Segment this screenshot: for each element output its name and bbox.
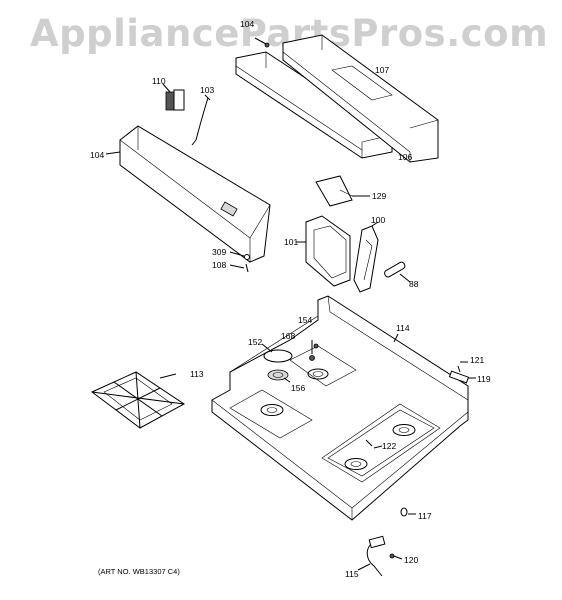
part-106-drawing	[235, 51, 393, 159]
part-122-drawing	[365, 439, 383, 449]
callout-106: 106	[398, 152, 413, 162]
part-101-drawing	[296, 215, 351, 287]
callout-122: 122	[382, 441, 397, 451]
callout-152: 152	[248, 337, 263, 347]
part-107-drawing	[282, 34, 439, 163]
callout-115: 115	[345, 569, 359, 579]
part-104-panel	[105, 125, 271, 263]
callout-107: 107	[375, 65, 390, 75]
part-115-120-drawing	[357, 535, 403, 577]
part-121-119-drawing	[448, 361, 476, 384]
callout-129: 129	[372, 191, 387, 201]
burner-assembly-drawing	[261, 340, 319, 383]
callout-120: 120	[404, 555, 419, 565]
callout-100: 100	[371, 215, 386, 225]
part-88-drawing	[384, 261, 411, 283]
callout-154: 154	[298, 315, 313, 325]
part-309-108-screws	[229, 251, 250, 273]
callout-104-top: 104	[240, 19, 255, 29]
part-104-screw	[254, 37, 270, 48]
art-number: (ART NO. WB13307 C4)	[98, 567, 180, 576]
callout-119: 119	[477, 374, 491, 384]
part-117-drawing	[400, 507, 416, 517]
callout-104: 104	[90, 150, 105, 160]
part-113-grate	[91, 371, 185, 429]
callout-103: 103	[200, 85, 215, 95]
part-129-drawing	[315, 175, 370, 207]
callout-113: 113	[190, 369, 204, 379]
callout-88: 88	[409, 279, 419, 289]
callout-156: 156	[291, 383, 306, 393]
callout-168: 168	[281, 331, 296, 341]
callout-114: 114	[396, 323, 410, 333]
part-100-drawing	[353, 221, 379, 293]
callout-101: 101	[284, 237, 299, 247]
callout-121: 121	[470, 355, 485, 365]
callout-309: 309	[212, 247, 227, 257]
part-114-cooktop	[211, 295, 469, 521]
callout-110: 110	[152, 76, 166, 86]
part-103-drawing	[191, 94, 211, 146]
part-110-drawing	[162, 83, 185, 111]
callout-117: 117	[418, 511, 432, 521]
callout-108: 108	[212, 260, 227, 270]
